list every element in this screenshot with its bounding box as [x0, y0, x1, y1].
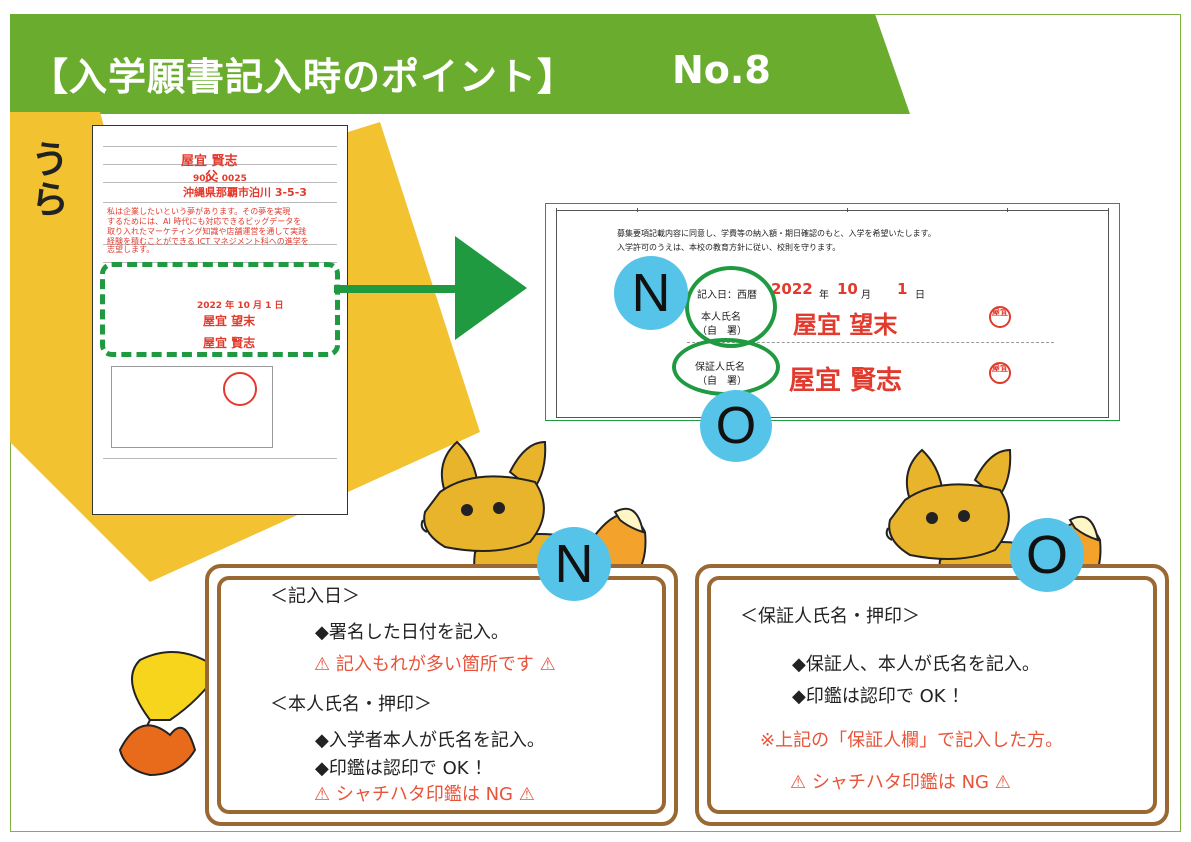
form-name-sample: 屋宜 賢志 [181, 154, 238, 169]
date-month: 10 [837, 280, 858, 298]
form-essay-line: 取り入れたマーケティング知識や店舗運営を通して実践 [107, 227, 307, 236]
left-item-name: ◆入学者本人が氏名を記入。 [315, 730, 545, 751]
arrow-right-icon [455, 236, 527, 340]
application-form-thumbnail: 屋宜 賢志 父 900 - 0025 沖縄県那覇市泊川 3-5-3 私は企業した… [92, 125, 348, 515]
left-warning-date: ⚠ 記入もれが多い箇所です ⚠ [314, 654, 556, 675]
guarantor-seal: 屋宜 [989, 362, 1011, 384]
marker-o: O [700, 390, 772, 462]
left-heading-date: ＜記入日＞ [270, 586, 360, 607]
divider [687, 342, 1054, 343]
arrow-shaft [334, 285, 484, 293]
fox-marker-o: O [1010, 518, 1084, 592]
info-panel-right [695, 564, 1169, 826]
form-table [111, 366, 273, 448]
form-postal-sample: 900 - 0025 [193, 174, 247, 184]
title-banner [10, 14, 910, 114]
form-essay-line: 志望します。 [107, 245, 155, 254]
back-side-label: うら [30, 138, 69, 222]
form-guarantor-sample: 屋宜 賢志 [203, 336, 256, 350]
guarantor-ellipse [672, 338, 780, 396]
left-heading-name: ＜本人氏名・押印＞ [270, 694, 432, 715]
date-day: 1 [897, 280, 908, 298]
marker-n: N [614, 256, 688, 330]
right-heading: ＜保証人氏名・押印＞ [740, 606, 920, 627]
right-warning: ⚠ シャチハタ印鑑は NG ⚠ [790, 772, 1011, 793]
page-number: No.8 [672, 48, 771, 92]
fox-marker-n: N [537, 527, 611, 601]
form-stamp [223, 372, 257, 406]
page-title: 【入学願書記入時のポイント】 [30, 55, 577, 99]
form-applicant-sample: 屋宜 望末 [203, 314, 256, 328]
date-applicant-ellipse [685, 266, 777, 348]
consent-text-2: 入学許可のうえは、本校の教育方針に従い、校則を守ります。 [617, 243, 841, 252]
form-address-sample: 沖縄県那覇市泊川 3-5-3 [183, 186, 307, 199]
applicant-name: 屋宜 望末 [793, 311, 898, 339]
form-essay-line: するためには、AI 時代にも対応できるビッグデータを [107, 217, 302, 226]
info-panel-left [205, 564, 678, 826]
left-item-date: ◆署名した日付を記入。 [315, 622, 509, 643]
consent-text-1: 募集要項記載内容に同意し、学費等の納入額・期日確認のもと、入学を希望いたします。 [617, 229, 936, 238]
year-suffix: 年 [819, 290, 829, 301]
form-relation-sample: 父 [205, 170, 219, 185]
right-note: ※上記の「保証人欄」で記入した方。 [760, 730, 1064, 751]
form-essay-line: 私は企業したいという夢があります。その夢を実現 [107, 207, 291, 216]
right-item-seal: ◆印鑑は認印で OK ！ [792, 686, 970, 707]
left-warning-seal: ⚠ シャチハタ印鑑は NG ⚠ [314, 784, 535, 805]
form-essay-line: 経験を積むことができる ICT マネジメント科への進学を [107, 237, 309, 246]
left-item-seal: ◆印鑑は認印で OK ！ [315, 758, 493, 779]
applicant-seal: 屋宜 [989, 306, 1011, 328]
date-year: 2022 [771, 280, 813, 298]
guarantor-name: 屋宜 賢志 [789, 366, 903, 396]
highlight-dashed-box [100, 262, 340, 357]
form-date-sample: 2022 年 10 月 1 日 [197, 301, 284, 311]
right-item-name: ◆保証人、本人が氏名を記入。 [792, 654, 1040, 675]
day-suffix: 日 [915, 290, 925, 301]
ginkgo-leaf-icon [118, 651, 222, 777]
month-suffix: 月 [861, 290, 871, 301]
